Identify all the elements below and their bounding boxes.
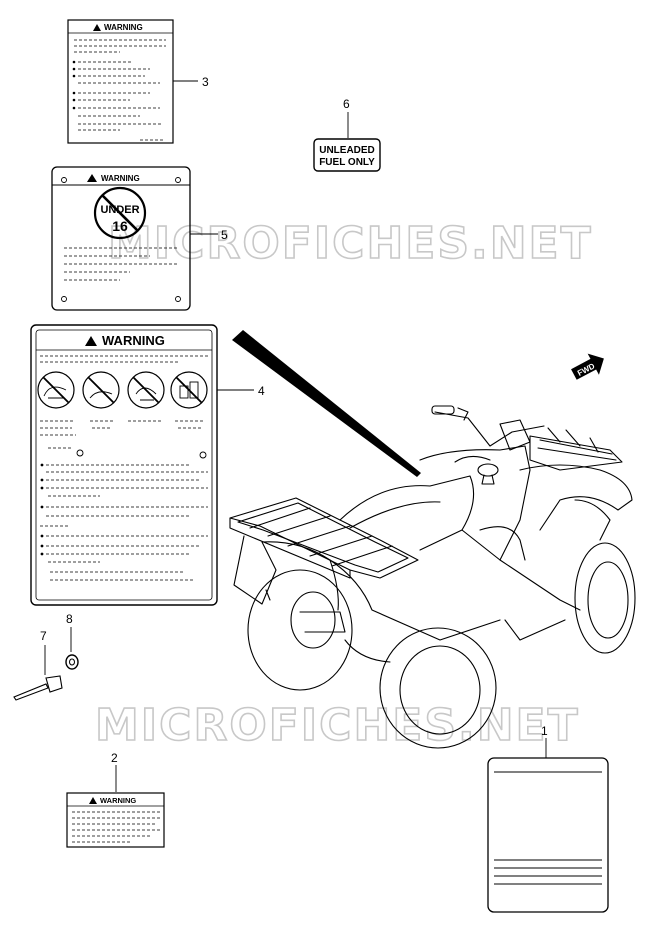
warning-label-3-title: WARNING [104, 23, 143, 32]
part-8-washer [65, 627, 79, 670]
fuel-label-line1: UNLEADED [319, 145, 375, 156]
callout-5: 5 [221, 228, 228, 242]
part-7-rivet [13, 645, 63, 701]
warning-label-5-title: WARNING [101, 174, 140, 183]
fwd-arrow: FWD [571, 353, 604, 380]
pointer-arrow [232, 330, 421, 477]
warning-label-4 [30, 324, 254, 606]
callout-7: 7 [40, 629, 47, 643]
under-16-age: 16 [112, 218, 128, 234]
pictogram-row [37, 371, 208, 409]
warning-label-4-title: WARNING [102, 333, 165, 348]
warning-label-3 [67, 19, 198, 144]
callout-4: 4 [258, 384, 265, 398]
watermark-top: MICROFICHES.NET [108, 218, 593, 269]
warning-label-2 [66, 765, 165, 848]
atv-illustration [229, 405, 636, 749]
callout-1: 1 [541, 724, 548, 738]
callout-2: 2 [111, 751, 118, 765]
callout-3: 3 [202, 75, 209, 89]
info-label-1 [487, 738, 609, 913]
warning-label-5 [51, 166, 218, 311]
warning-label-2-title: WARNING [100, 796, 136, 805]
watermark-bottom: MICROFICHES.NET [95, 700, 580, 751]
callout-8: 8 [66, 612, 73, 626]
fuel-label-line2: FUEL ONLY [319, 157, 375, 168]
under-16-text: UNDER [100, 204, 139, 216]
callout-6: 6 [343, 97, 350, 111]
fuel-label-6 [313, 112, 381, 172]
